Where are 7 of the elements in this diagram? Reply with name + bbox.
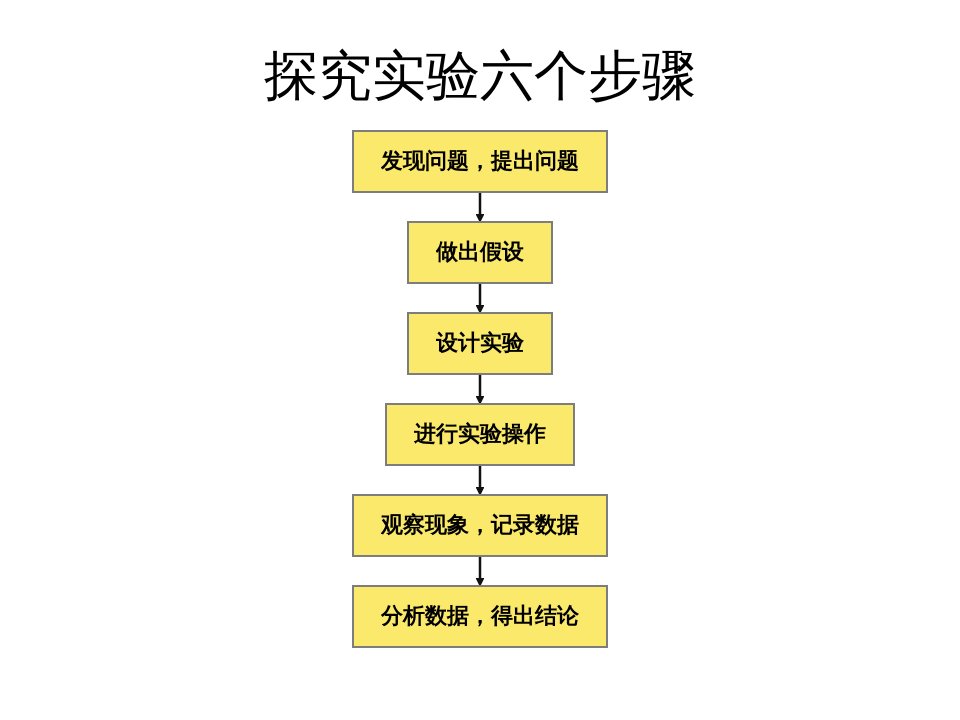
arrow [476,556,484,586]
arrow [476,283,484,314]
arrow [476,465,484,496]
node-box: 设计实验 [407,312,553,375]
arrow [476,374,484,404]
diagram-title: 探究实验六个步骤 [263,43,697,109]
arrow [476,192,484,222]
